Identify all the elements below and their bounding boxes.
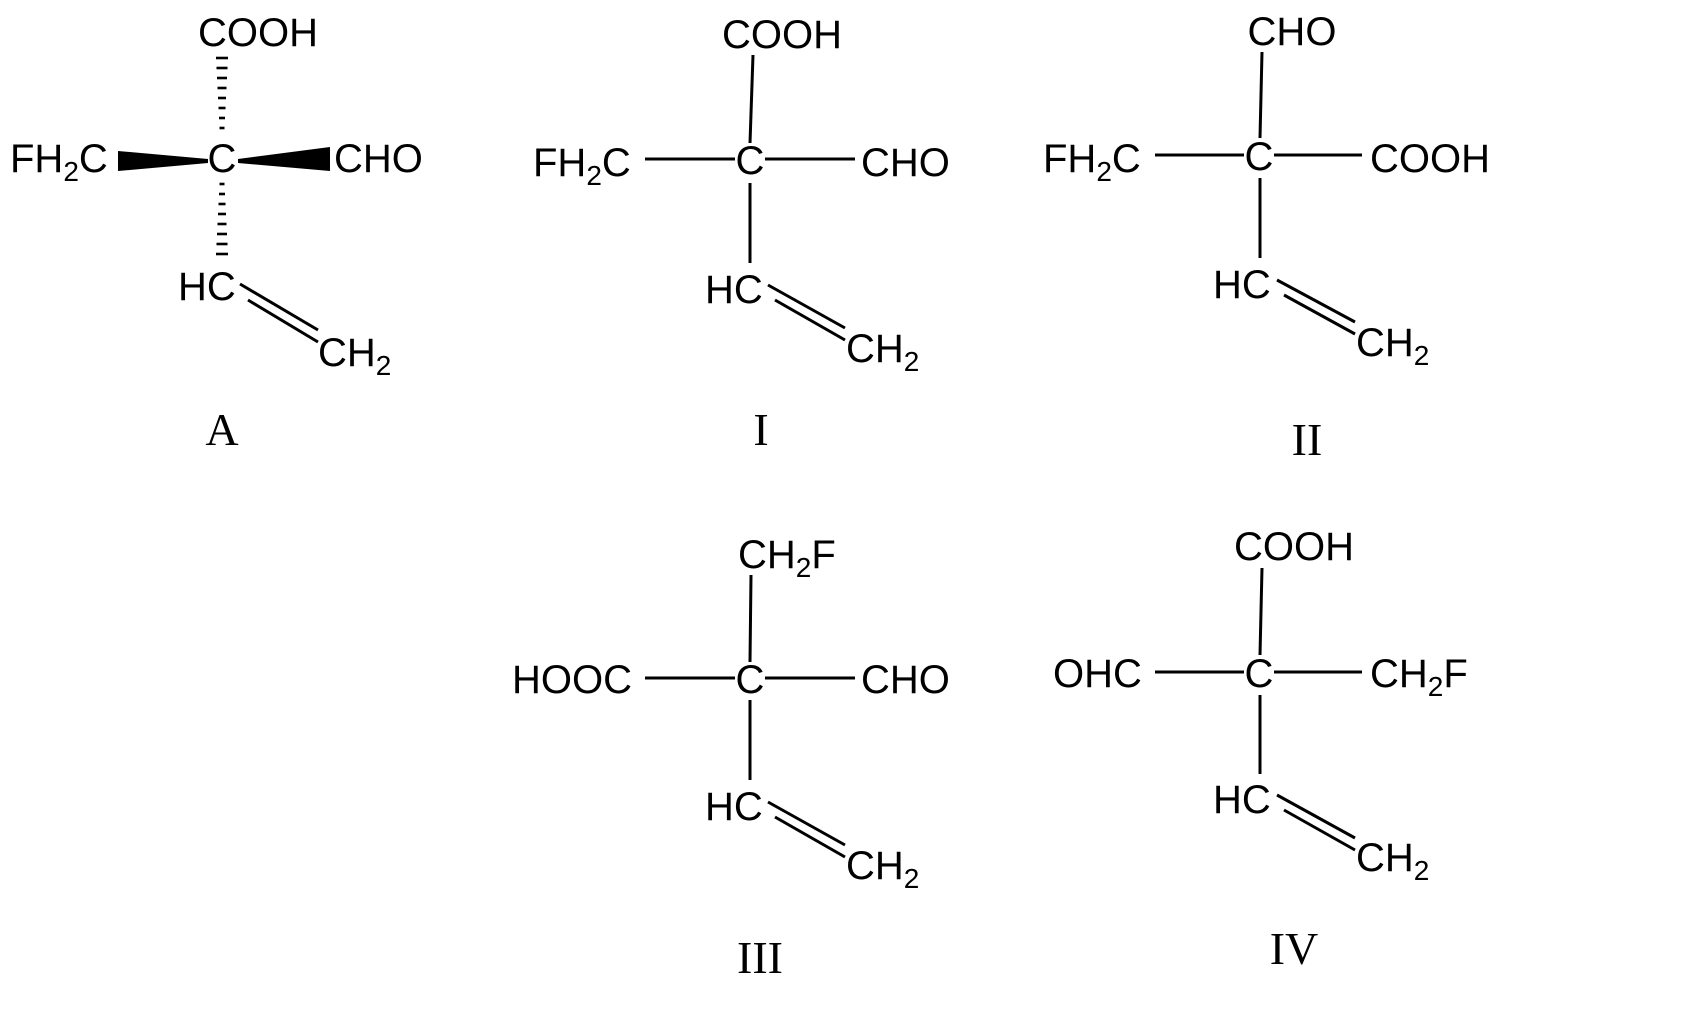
top-group-label: CH2F [738,533,836,583]
vinyl-ch2-label: CH2 [846,327,919,377]
structure-caption: A [205,404,238,455]
molecule-ii: CHO FH2C C COOH HC CH2 II [1043,10,1490,465]
top-group-label: COOH [1234,525,1354,569]
vinyl-ch-label: HC [705,785,763,829]
vinyl-ch-label: HC [1213,778,1271,822]
center-carbon: C [736,658,765,702]
vinyl-ch2-label: CH2 [1356,321,1429,371]
right-group-label: CHO [861,658,950,702]
center-carbon: C [1245,135,1274,179]
bond-top [748,54,755,144]
center-carbon: C [1245,652,1274,696]
double-bond [1276,278,1356,336]
right-group-label: CHO [334,137,423,181]
vinyl-ch2-label: CH2 [846,844,919,894]
bond-top [1258,567,1264,656]
center-carbon: C [736,139,765,183]
double-bond [1276,793,1356,852]
vinyl-ch-label: HC [1213,263,1271,307]
hashed-bond-up [216,56,228,130]
wedge-bond-left [118,151,208,171]
left-group-label: HOOC [512,658,632,702]
double-bond [239,282,319,344]
top-group-label: COOH [722,13,842,57]
double-bond [767,283,846,342]
structure-caption: II [1292,414,1323,465]
left-group-label: FH2C [1043,137,1141,187]
hashed-bond-down [216,182,228,256]
left-group-label: OHC [1053,652,1142,696]
vinyl-ch-label: HC [178,265,236,309]
vinyl-ch-label: HC [705,268,763,312]
left-group-label: FH2C [10,137,108,187]
molecule-a: COOH FH2C C CHO [10,11,423,455]
right-group-label: CHO [861,141,950,185]
bond-top [748,574,753,663]
top-group-label: CHO [1248,10,1337,54]
right-group-label: COOH [1370,137,1490,181]
structure-caption: I [753,404,768,455]
molecule-iii: CH2F HOOC C CHO HC CH2 III [512,533,950,983]
structure-caption: III [737,932,783,983]
bond-top [1258,51,1264,139]
molecule-i: COOH FH2C C CHO HC CH2 I [533,13,950,455]
vinyl-ch2-label: CH2 [1356,836,1429,886]
wedge-bond-right [238,147,330,171]
molecule-iv: COOH OHC C CH2F HC CH2 IV [1053,525,1468,974]
vinyl-ch2-label: CH2 [318,331,391,381]
left-group-label: FH2C [533,141,631,191]
structure-caption: IV [1270,923,1319,974]
double-bond [767,800,846,859]
right-group-label: CH2F [1370,652,1468,702]
top-group-label: COOH [198,11,318,55]
center-carbon: C [208,137,237,181]
